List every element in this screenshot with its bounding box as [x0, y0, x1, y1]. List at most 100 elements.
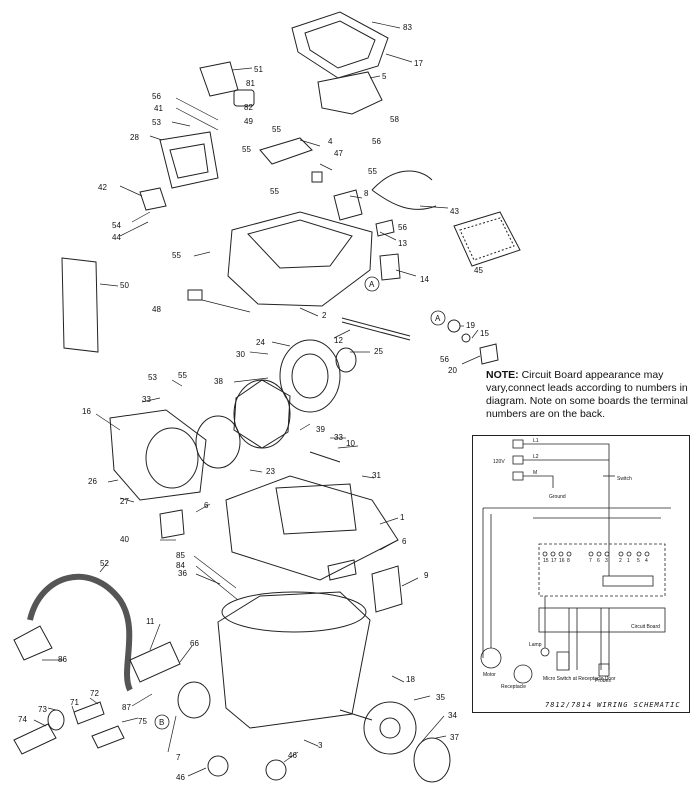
callout-43: 43	[450, 207, 459, 216]
callout-46: 46	[288, 751, 297, 760]
callout-34: 34	[448, 711, 457, 720]
callout-labels: 83 17 5 51 81 56 41 53 82 49 55 58 56 28…	[18, 23, 489, 782]
part-37-cap	[413, 737, 451, 783]
part-75	[91, 725, 125, 749]
part-8-clip	[333, 189, 363, 221]
part-52-hose	[27, 573, 133, 692]
part-49-pleats	[459, 217, 515, 261]
callout-51: 51	[254, 65, 263, 74]
callout-7: 7	[176, 753, 181, 762]
part-46-caster-a	[207, 755, 229, 777]
part-33	[309, 451, 341, 463]
callout-55: 55	[368, 167, 377, 176]
label-ground: Ground	[549, 494, 566, 500]
callout-37: 37	[450, 733, 459, 742]
callout-35: 35	[436, 693, 445, 702]
terminal-7: 7	[589, 558, 592, 564]
callout-56: 56	[398, 223, 407, 232]
terminal-15: 15	[543, 558, 549, 564]
callout-50: 50	[120, 281, 129, 290]
callout-11: 11	[146, 617, 155, 626]
part-46-caster-b	[265, 759, 287, 781]
terminal-8: 8	[567, 558, 570, 564]
label-m: M	[533, 470, 537, 476]
callout-56: 56	[152, 92, 161, 101]
part-19	[447, 319, 461, 333]
terminal-17: 17	[551, 558, 557, 564]
callout-52: 52	[100, 559, 109, 568]
part-18-axle	[339, 709, 373, 721]
part-47	[311, 171, 323, 183]
callout-9: 9	[424, 571, 429, 580]
callout-56: 56	[372, 137, 381, 146]
callout-66: 66	[190, 639, 199, 648]
part-38-body	[233, 379, 291, 449]
callout-48: 48	[152, 305, 161, 314]
callout-10: 10	[346, 439, 355, 448]
callout-20: 20	[448, 366, 457, 375]
callout-25: 25	[374, 347, 383, 356]
label-l2: L2	[533, 454, 539, 460]
callout-55: 55	[242, 145, 251, 154]
callout-83: 83	[403, 23, 412, 32]
part-23-gasket	[195, 415, 241, 469]
part-38-motor	[233, 379, 291, 449]
callout-74: 74	[18, 715, 27, 724]
callout-5: 5	[382, 72, 387, 81]
part-25-ring	[335, 347, 357, 373]
callout-36: 36	[178, 569, 187, 578]
callout-18: 18	[406, 675, 415, 684]
part-51	[199, 61, 239, 97]
callout-45: 45	[474, 266, 483, 275]
callout-A: A	[369, 280, 375, 289]
terminal-5: 5	[637, 558, 640, 564]
callout-85: 85	[176, 551, 185, 560]
part-83-inner	[304, 20, 376, 69]
reference-markers	[154, 276, 446, 730]
part-6-latch	[327, 559, 357, 581]
callout-40: 40	[120, 535, 129, 544]
part-27-motor-housing	[109, 409, 207, 501]
terminal-16: 16	[559, 558, 565, 564]
part-20	[479, 343, 499, 365]
callout-49: 49	[244, 117, 253, 126]
callout-6: 6	[204, 501, 209, 510]
terminal-3: 3	[605, 558, 608, 564]
callout-1: 1	[400, 513, 405, 522]
part-40	[159, 509, 185, 539]
callout-19: 19	[466, 321, 475, 330]
part-48	[187, 289, 203, 301]
callout-58: 58	[390, 115, 399, 124]
callout-72: 72	[90, 689, 99, 698]
callout-73: 73	[38, 705, 47, 714]
callout-30: 30	[236, 350, 245, 359]
part-5-housing	[317, 71, 383, 115]
label-lamp: Lamp	[529, 642, 542, 648]
callout-38: 38	[214, 377, 223, 386]
callout-A: A	[435, 314, 441, 323]
label-receptacle: Receptacle	[501, 684, 526, 690]
callout-53: 53	[152, 118, 161, 127]
callout-46: 46	[176, 773, 185, 782]
callout-87: 87	[122, 703, 131, 712]
terminal-2: 2	[619, 558, 622, 564]
callout-39: 39	[316, 425, 325, 434]
callout-44: 44	[112, 233, 121, 242]
part-74-brush	[13, 723, 57, 755]
callout-47: 47	[334, 149, 343, 158]
callout-82: 82	[244, 103, 253, 112]
callout-4: 4	[328, 137, 333, 146]
part-72	[73, 701, 105, 725]
callout-13: 13	[398, 239, 407, 248]
part-13	[375, 219, 395, 237]
part-31-frame	[275, 483, 357, 535]
callout-31: 31	[372, 471, 381, 480]
callout-33: 33	[142, 395, 151, 404]
terminal-4: 4	[645, 558, 648, 564]
part-87-adapter	[129, 641, 181, 683]
callout-81: 81	[246, 79, 255, 88]
callout-75: 75	[138, 717, 147, 726]
callout-2: 2	[322, 311, 327, 320]
callout-26: 26	[88, 477, 97, 486]
